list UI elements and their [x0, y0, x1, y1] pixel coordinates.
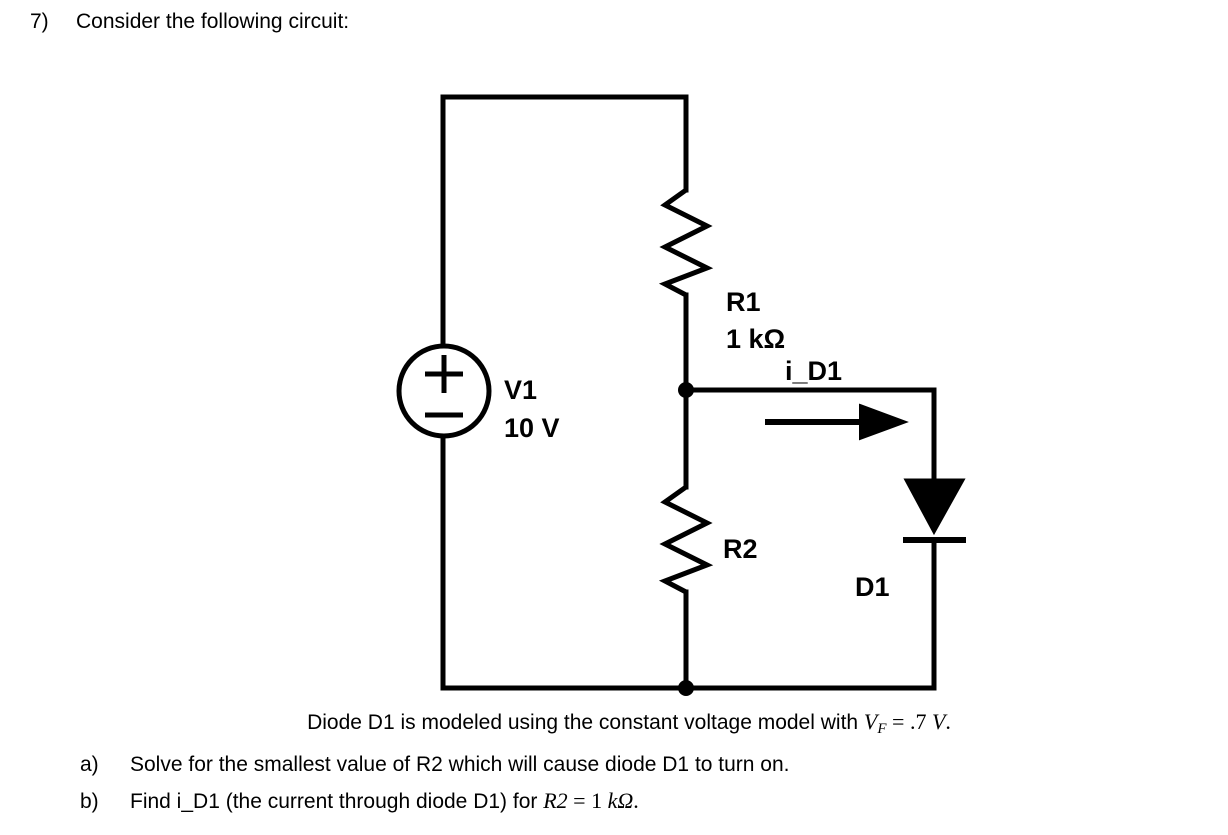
vf-equals: = [886, 709, 910, 734]
diode-model-statement: Diode D1 is modeled using the constant v… [0, 706, 1228, 745]
part-b-lead: Find i_D1 (the current through diode D1)… [130, 790, 544, 814]
part-a-marker: a) [80, 753, 99, 777]
diode-model-lead: Diode D1 is modeled using the constant v… [307, 711, 864, 734]
voltage-source-symbol [396, 343, 492, 439]
vf-period: . [945, 709, 951, 734]
question-number: 7) [30, 10, 49, 33]
plus-sign-icon [425, 355, 463, 393]
r2-math-equals: = [567, 788, 592, 814]
vf-unit: V [931, 709, 946, 734]
r2-math-period: . [633, 788, 639, 814]
part-b-text: Find i_D1 (the current through diode D1)… [130, 785, 639, 818]
vf-math-expression: VF = .7 V. [863, 709, 951, 738]
part-a-row: a) Solve for the smallest value of R2 wh… [0, 749, 1228, 781]
part-a-text: Solve for the smallest value of R2 which… [130, 753, 790, 777]
part-b-row: b) Find i_D1 (the current through diode … [0, 785, 1228, 818]
r2-math-value: 1 [591, 788, 603, 814]
diode-d1-symbol [903, 478, 966, 536]
r1-name-label: R1 [726, 287, 761, 317]
r1-value-label: 1 kΩ [726, 324, 785, 354]
current-arrow-icon [765, 403, 909, 441]
source-value-label: 10 V [504, 413, 560, 443]
source-name-label: V1 [504, 375, 537, 405]
r2-math-var: R2 [543, 788, 568, 814]
junction-node-middle [678, 382, 694, 398]
vf-symbol: V [863, 709, 878, 734]
vf-value: .7 [909, 709, 927, 734]
current-label: i_D1 [785, 356, 842, 386]
junction-node-bottom [678, 680, 694, 696]
r2-math-expression: R2 = 1 kΩ. [543, 788, 639, 813]
problem-statement-block: Diode D1 is modeled using the constant v… [0, 706, 1228, 818]
circuit-diagram: R1 1 kΩ R2 V1 10 V D1 i_D1 [0, 60, 1228, 710]
resistor-r2-symbol [658, 484, 714, 595]
r2-math-unit: kΩ [607, 788, 634, 814]
resistor-r1-symbol [658, 187, 714, 298]
diode-name-label: D1 [855, 572, 890, 602]
question-heading: 7) Consider the following circuit: [30, 8, 349, 36]
part-b-marker: b) [80, 790, 99, 814]
r2-name-label: R2 [723, 534, 758, 564]
vf-subscript: F [877, 721, 887, 738]
question-prompt: Consider the following circuit: [76, 10, 350, 33]
